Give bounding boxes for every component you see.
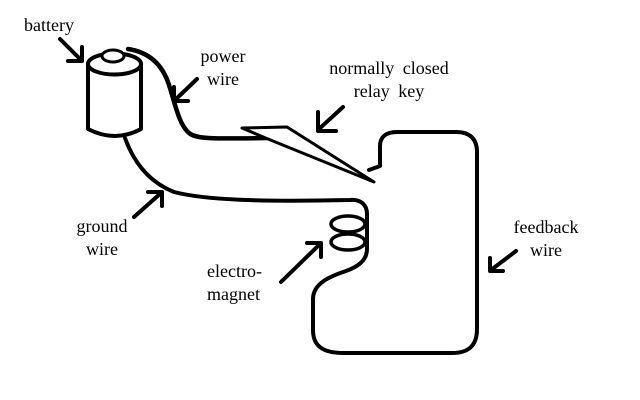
- label-battery: battery: [24, 14, 74, 37]
- relay-key-label-line1: normally closed: [329, 58, 449, 78]
- label-relay-key: normally closed relay key: [304, 57, 474, 103]
- battery-arrow: [58, 37, 84, 63]
- ground-wire-label-line1: ground: [76, 216, 128, 236]
- label-ground-wire: ground wire: [62, 215, 142, 261]
- coil-loop-bottom: [329, 232, 367, 252]
- feedback-wire-label-line1: feedback: [513, 217, 579, 237]
- battery-terminal: [100, 48, 126, 64]
- relay-key-arrow: [316, 105, 345, 133]
- coil-loop-top: [329, 214, 367, 234]
- electromagnet-label-line1: electro-: [207, 261, 262, 281]
- annotation-arrows: [58, 37, 518, 284]
- relay-key-label-line2: relay key: [353, 81, 425, 101]
- feedback-wire-arrow: [488, 249, 518, 273]
- ground-wire-label-line2: wire: [86, 239, 118, 259]
- label-electromagnet: electro- magnet: [207, 260, 291, 306]
- power-wire-path: [125, 46, 273, 141]
- power-wire-label-line2: wire: [207, 69, 239, 89]
- battery-drawing: [86, 48, 143, 138]
- electromagnet-arrow: [279, 241, 323, 284]
- power-wire-label-line1: power: [200, 46, 246, 66]
- battery-body: [86, 62, 143, 138]
- electromagnet-coil: [329, 214, 367, 252]
- label-power-wire: power wire: [188, 45, 258, 91]
- electromagnet-label-line2: magnet: [207, 284, 260, 304]
- relay-key-blade: [240, 125, 376, 184]
- feedback-wire-loop: [342, 130, 479, 355]
- battery-label-text: battery: [24, 15, 74, 35]
- ground-wire-arrow: [132, 190, 164, 219]
- feedback-wire-label-line2: wire: [530, 240, 562, 260]
- ground-wire-path: [123, 136, 369, 355]
- power-wire-arrow: [172, 77, 199, 103]
- label-feedback-wire: feedback wire: [500, 216, 592, 262]
